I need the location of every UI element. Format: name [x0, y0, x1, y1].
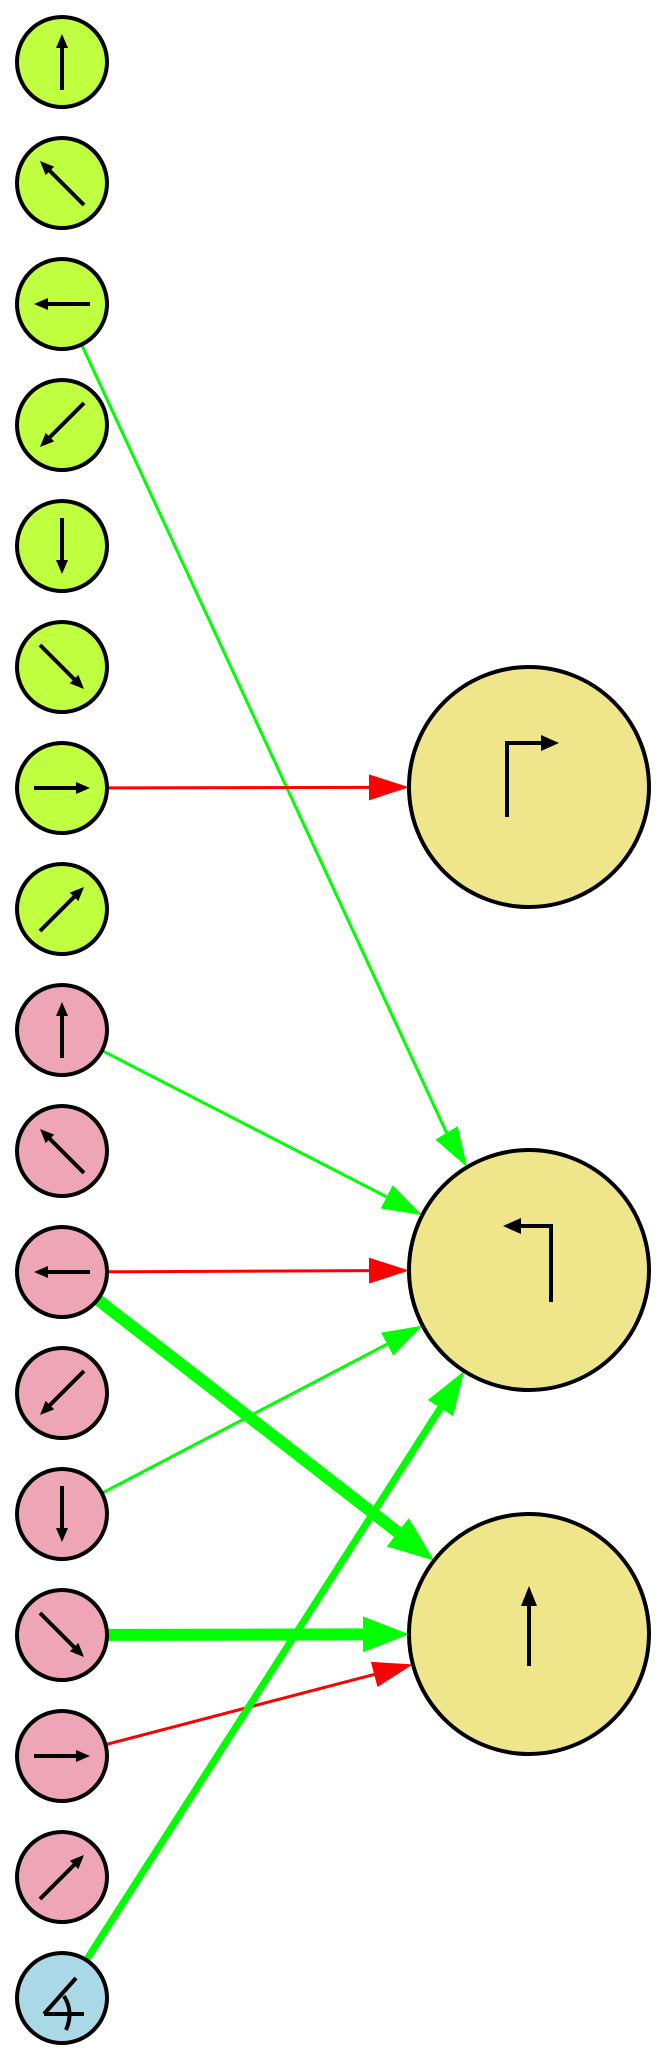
edge-1: [106, 774, 410, 801]
input-node-0: [15, 15, 109, 109]
input-node-circle: [15, 1951, 109, 2045]
arrow-down-left-icon: [40, 1369, 86, 1415]
arrow-down-right-icon: [38, 643, 84, 689]
input-node-11: [15, 1346, 109, 1440]
arrow-down-right-icon: [38, 1611, 84, 1657]
edge-5: [101, 1325, 423, 1495]
arrow-left-icon: [34, 298, 90, 310]
input-node-13: [15, 1588, 109, 1682]
input-node-12: [15, 1467, 109, 1561]
edge-2: [101, 1049, 423, 1216]
edge-7: [105, 1661, 413, 1747]
arrow-down-icon: [56, 1486, 68, 1542]
input-node-8: [15, 983, 109, 1077]
arrow-left-icon: [34, 1266, 90, 1278]
edge-4: [93, 1294, 435, 1561]
angle-icon: [42, 1976, 84, 2031]
arrow-up-left-icon: [40, 161, 86, 207]
arrow-right-icon: [34, 782, 90, 794]
input-node-14: [15, 1709, 109, 1803]
turn-right-icon: [505, 735, 559, 817]
arrow-up-icon: [56, 1002, 68, 1058]
input-node-9: [15, 1104, 109, 1198]
input-node-6: [15, 741, 109, 835]
input-node-3: [15, 378, 109, 472]
arrow-right-icon: [34, 1750, 90, 1762]
edge-0: [80, 343, 468, 1168]
edges-layer: [80, 343, 468, 1963]
output-node-circle: [407, 1148, 651, 1392]
output-node-straight: [407, 1512, 651, 1756]
arrow-down-icon: [56, 518, 68, 574]
edge-3: [106, 1257, 410, 1284]
output-node-circle: [407, 665, 651, 909]
straight-icon: [521, 1586, 537, 1666]
arrow-down-left-icon: [40, 401, 86, 447]
edge-6: [106, 1616, 410, 1653]
input-node-7: [15, 862, 109, 956]
input-node-10: [15, 1225, 109, 1319]
input-node-16: [15, 1951, 109, 2045]
input-node-15: [15, 1830, 109, 1924]
arrow-up-icon: [56, 34, 68, 90]
input-node-5: [15, 620, 109, 714]
arrow-up-left-icon: [40, 1129, 86, 1175]
turn-left-icon: [503, 1218, 553, 1302]
arrow-up-right-icon: [38, 887, 84, 933]
input-node-1: [15, 136, 109, 230]
output-node-turn-left: [407, 1148, 651, 1392]
nodes-layer: [15, 15, 651, 2045]
input-node-2: [15, 257, 109, 351]
output-node-turn-right: [407, 665, 651, 909]
arrow-up-right-icon: [38, 1855, 84, 1901]
input-node-4: [15, 499, 109, 593]
edge-8: [83, 1371, 465, 1963]
